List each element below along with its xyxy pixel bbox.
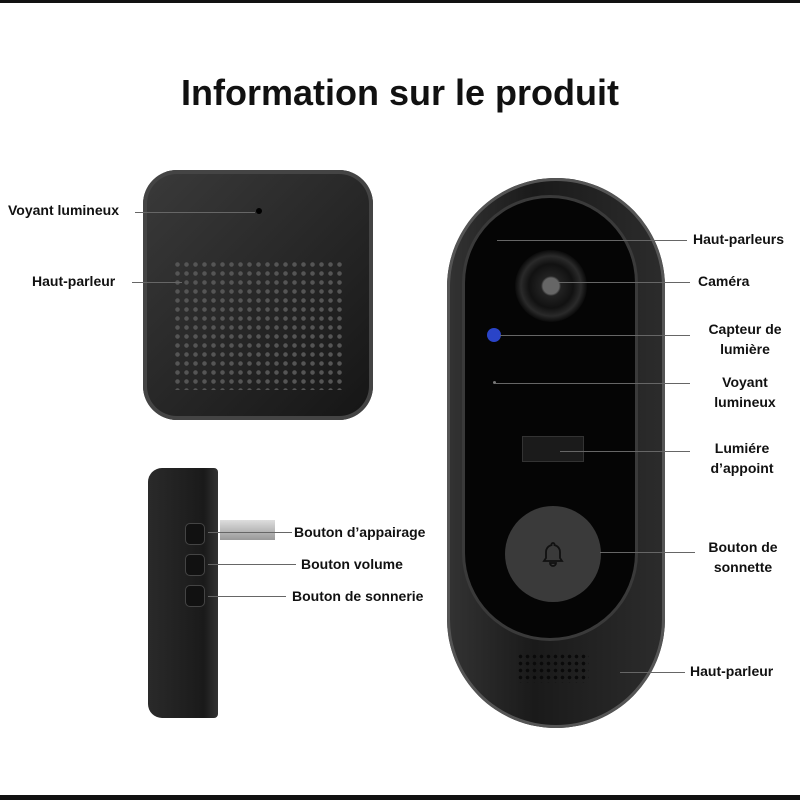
chime-device bbox=[143, 170, 373, 420]
ring-button[interactable] bbox=[185, 585, 205, 607]
leader-line bbox=[135, 212, 255, 213]
leader-line bbox=[495, 383, 690, 384]
label-light-sensor: Capteur de lumière bbox=[695, 319, 795, 359]
label-line: lumière bbox=[720, 341, 770, 357]
chime-indicator-light bbox=[256, 208, 262, 214]
page-title: Information sur le produit bbox=[181, 72, 619, 113]
label-line: Bouton de bbox=[708, 539, 778, 555]
leader-line bbox=[500, 335, 690, 336]
leader-line bbox=[560, 451, 690, 452]
volume-button[interactable] bbox=[185, 554, 205, 576]
label-line: sonnette bbox=[713, 559, 773, 575]
label-camera: Caméra bbox=[698, 273, 750, 289]
top-border bbox=[0, 0, 800, 3]
leader-line bbox=[208, 596, 286, 597]
chime-grille bbox=[173, 260, 345, 390]
label-speakers: Haut-parleurs bbox=[693, 231, 785, 247]
label-chime-indicator: Voyant lumineux bbox=[8, 202, 119, 218]
label-bell-button: Bouton de sonnette bbox=[693, 537, 793, 577]
label-chime-speaker: Haut-parleur bbox=[32, 273, 116, 289]
indicator-light bbox=[493, 381, 496, 384]
label-line: Lumiére bbox=[714, 440, 770, 456]
label-line: Capteur de bbox=[708, 321, 782, 337]
bottom-border bbox=[0, 795, 800, 800]
leader-line bbox=[208, 532, 292, 533]
doorbell-speaker-grille bbox=[517, 653, 589, 683]
doorbell-device bbox=[447, 178, 665, 728]
leader-line bbox=[497, 240, 687, 241]
label-indicator: Voyant lumineux bbox=[695, 372, 795, 412]
label-doorbell-speaker: Haut-parleur bbox=[690, 663, 774, 679]
fill-light bbox=[522, 436, 584, 462]
leader-line bbox=[132, 282, 182, 283]
leader-line bbox=[208, 564, 296, 565]
label-line: Voyant bbox=[722, 374, 768, 390]
pair-button[interactable] bbox=[185, 523, 205, 545]
label-volume-button: Bouton volume bbox=[301, 556, 403, 572]
bell-button[interactable] bbox=[505, 506, 601, 602]
label-line: d’appoint bbox=[710, 460, 774, 476]
camera-lens bbox=[515, 250, 587, 322]
leader-line bbox=[555, 282, 690, 283]
leader-line bbox=[600, 552, 695, 553]
label-line: lumineux bbox=[714, 394, 776, 410]
chime-side-view bbox=[148, 468, 218, 718]
label-fill-light: Lumiére d’appoint bbox=[692, 438, 792, 478]
label-pair-button: Bouton d’appairage bbox=[294, 524, 426, 540]
bell-icon bbox=[542, 542, 564, 567]
mounting-plug bbox=[220, 520, 275, 540]
light-sensor bbox=[487, 328, 501, 342]
label-ring-button: Bouton de sonnerie bbox=[292, 588, 424, 604]
leader-line bbox=[620, 672, 685, 673]
